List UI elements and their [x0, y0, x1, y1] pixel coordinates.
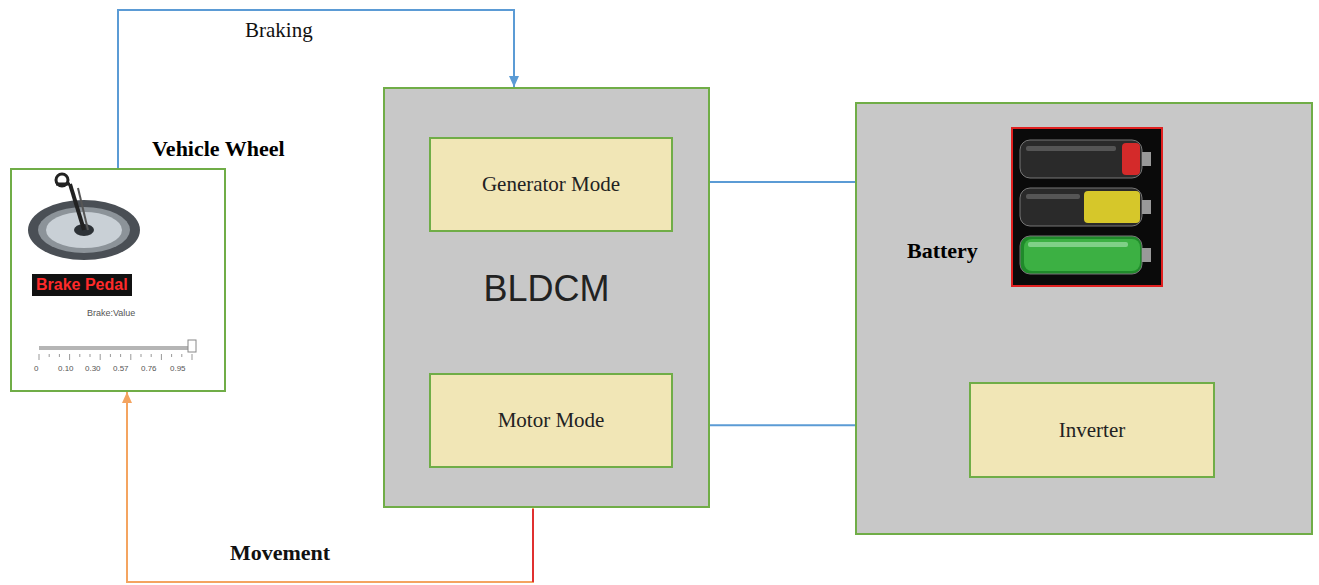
inverter-label: Inverter: [971, 418, 1213, 442]
flow-label: Braking: [243, 18, 315, 42]
flow-label: Movement: [228, 540, 332, 565]
mode-label: Generator Mode: [431, 172, 671, 196]
tick-value: 0.57: [113, 364, 129, 373]
tick-value: 0.10: [58, 364, 74, 373]
inverter-box: Inverter: [969, 382, 1215, 478]
wheel-illustration: [28, 174, 140, 260]
tick-value: 0.30: [85, 364, 101, 373]
motor-block: Generator ModeMotor Mode BLDCM: [383, 87, 710, 508]
tick-value: 0.95: [170, 364, 186, 373]
mode-box: Motor Mode: [429, 373, 673, 468]
mode-box: Generator Mode: [429, 137, 673, 232]
battery-icon: [1012, 128, 1162, 286]
brake-pedal-title: Brake Pedal: [32, 274, 132, 296]
brake-value-caption: Brake:Value: [87, 308, 135, 318]
wheel-panel: Vehicle WheelBrake PedalBrake:Value: [10, 168, 226, 392]
power-panel: Inverter Battery: [855, 102, 1313, 535]
motor-title: BLDCM: [385, 268, 708, 309]
tick-value: 0: [34, 364, 38, 373]
slider-control: [39, 340, 196, 360]
tick-value: 0.76: [141, 364, 157, 373]
red-wire-segment: [532, 509, 534, 582]
panel-heading: Vehicle Wheel: [152, 136, 285, 161]
mode-label: Motor Mode: [431, 408, 671, 432]
battery-label: Battery: [907, 238, 978, 263]
